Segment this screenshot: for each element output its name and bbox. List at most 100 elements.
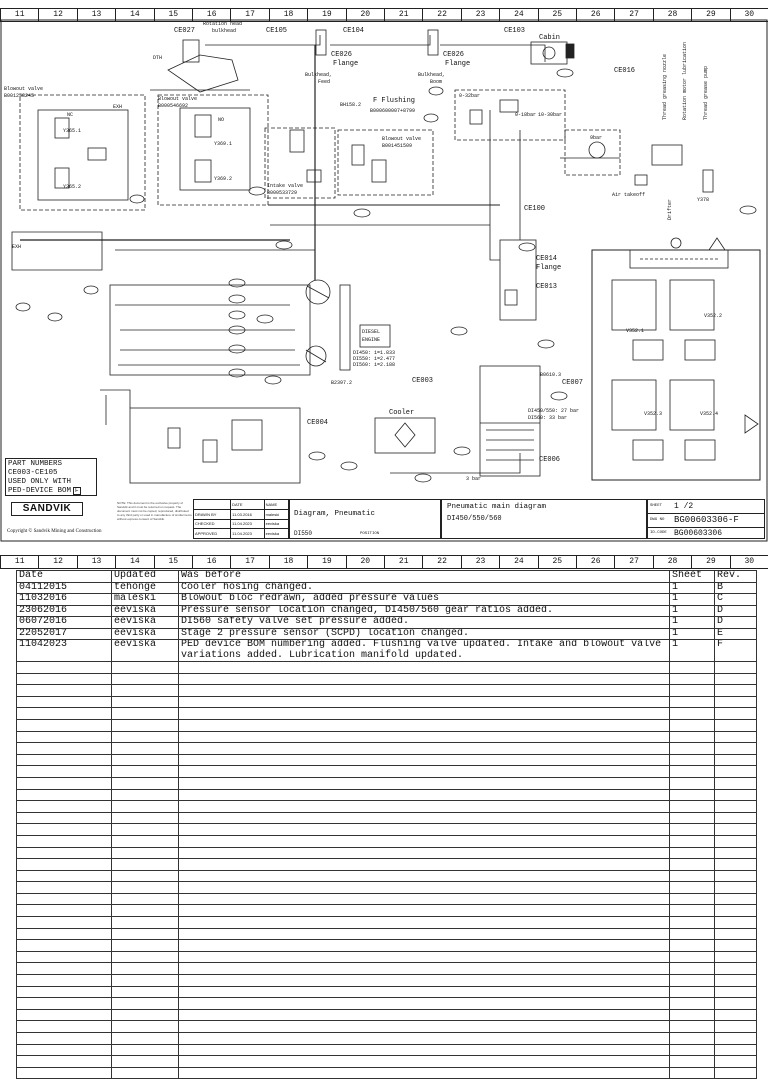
- label-intake-valve: Intake valve: [267, 183, 304, 189]
- label-cooler: Cooler: [389, 409, 415, 417]
- empty-cell: [669, 997, 715, 1010]
- main-title: Pneumatic main diagram: [447, 503, 547, 511]
- label-flange-b: Flange: [445, 60, 471, 68]
- empty-cell: [178, 1043, 670, 1057]
- empty-cell: [16, 730, 112, 744]
- empty-cell: [669, 1020, 715, 1033]
- cooler-box: [374, 417, 436, 454]
- revision-updated: maleski: [111, 593, 179, 606]
- label-p32bar: 0-32bar: [459, 93, 481, 99]
- empty-cell: [111, 1032, 179, 1045]
- diesel-engine-box: [359, 324, 391, 348]
- empty-cell: [714, 742, 757, 755]
- label-y369-2: Y369.2: [214, 176, 233, 182]
- label-ce105: CE105: [266, 27, 288, 35]
- flange-ce026a: [315, 29, 327, 56]
- empty-cell: [178, 916, 670, 929]
- compressor-stage-2: [305, 345, 327, 367]
- revision-row: 04112015 tehonge Cooler hosing changed. …: [16, 581, 757, 594]
- blowout-valve-block-a: [19, 94, 146, 211]
- label-safety-a: DI450/550: 27 bar: [528, 408, 580, 414]
- empty-cell: [178, 730, 670, 744]
- zone-number: 18: [268, 9, 307, 21]
- empty-cell: [714, 1008, 757, 1022]
- zone-number: 25: [537, 9, 576, 21]
- cabin-gauge: [542, 46, 556, 60]
- empty-cell: [16, 846, 112, 860]
- label-y365-1: Y365.1: [63, 128, 82, 134]
- empty-cell: [111, 730, 179, 744]
- main-title-box: Pneumatic main diagram DI450/550/560: [441, 499, 647, 539]
- sig-checked-date: 11.04.2023: [230, 518, 265, 530]
- empty-cell: [178, 707, 670, 720]
- sheet-caption: SHEET: [650, 504, 663, 508]
- zone-number: 12: [38, 556, 76, 568]
- empty-cell: [111, 718, 179, 732]
- label-air-takeoff: Air takeoff: [612, 192, 646, 198]
- empty-cell: [16, 869, 112, 883]
- empty-revision-row: [16, 730, 757, 744]
- empty-revision-row: [16, 811, 757, 825]
- part-note-line-2: CE003-CE105: [8, 469, 58, 477]
- empty-cell: [669, 1043, 715, 1057]
- zone-number: 11: [0, 556, 38, 568]
- empty-cell: [714, 788, 757, 802]
- empty-cell: [111, 1020, 179, 1033]
- label-b0610: B0610.3: [540, 372, 562, 378]
- empty-cell: [16, 684, 112, 697]
- empty-cell: [714, 707, 757, 720]
- revision-date: 11032016: [16, 593, 112, 606]
- empty-cell: [178, 1055, 670, 1068]
- label-p10bar: 10-30bar: [538, 112, 563, 118]
- empty-cell: [669, 939, 715, 952]
- empty-cell: [714, 823, 757, 836]
- schematic-drawing: [0, 19, 768, 542]
- label-y378: Y378: [697, 197, 710, 203]
- zone-number: 20: [345, 9, 384, 21]
- zone-number: 18: [268, 556, 307, 568]
- revision-letter: C: [714, 593, 757, 606]
- empty-cell: [178, 869, 670, 883]
- empty-cell: [669, 858, 715, 871]
- revision-row: 11042023 eeviska PED device BOM numberin…: [16, 639, 757, 662]
- zone-number: 17: [230, 9, 268, 21]
- empty-cell: [111, 916, 179, 929]
- empty-cell: [111, 661, 179, 674]
- empty-cell: [714, 962, 757, 976]
- label-exh-a: EXH: [113, 104, 123, 110]
- empty-cell: [16, 1055, 112, 1068]
- empty-cell: [16, 661, 112, 674]
- revision-description: PED device BOM numbering added. Flushing…: [178, 639, 670, 662]
- revision-updated: eeviska: [111, 627, 179, 640]
- header-date: Date: [16, 570, 112, 583]
- revision-date: 04112015: [16, 581, 112, 594]
- empty-cell: [111, 858, 179, 871]
- empty-cell: [669, 1066, 715, 1079]
- callout-balloons: [15, 68, 757, 483]
- empty-cell: [669, 776, 715, 790]
- id-code-value: BG00603306: [674, 529, 723, 538]
- empty-cell: [111, 834, 179, 848]
- label-bh158: BH158.2: [340, 102, 362, 108]
- label-no: NO: [218, 117, 225, 123]
- empty-revision-row: [16, 939, 757, 952]
- empty-cell: [16, 707, 112, 720]
- empty-cell: [178, 1032, 670, 1045]
- zone-number: 23: [460, 9, 499, 21]
- zone-number: 20: [345, 556, 384, 568]
- empty-cell: [669, 962, 715, 976]
- zone-number: 19: [307, 556, 345, 568]
- blowout-valve-block-b: [157, 94, 269, 206]
- empty-cell: [111, 800, 179, 813]
- empty-cell: [16, 974, 112, 987]
- empty-cell: [178, 742, 670, 755]
- label-ce027: CE027: [174, 27, 196, 35]
- empty-cell: [16, 1066, 112, 1079]
- empty-revision-row: [16, 1066, 757, 1079]
- empty-cell: [714, 684, 757, 697]
- empty-cell: [669, 730, 715, 744]
- empty-cell: [111, 869, 179, 883]
- empty-cell: [16, 765, 112, 778]
- empty-cell: [178, 718, 670, 732]
- label-feed: Feed: [318, 79, 331, 85]
